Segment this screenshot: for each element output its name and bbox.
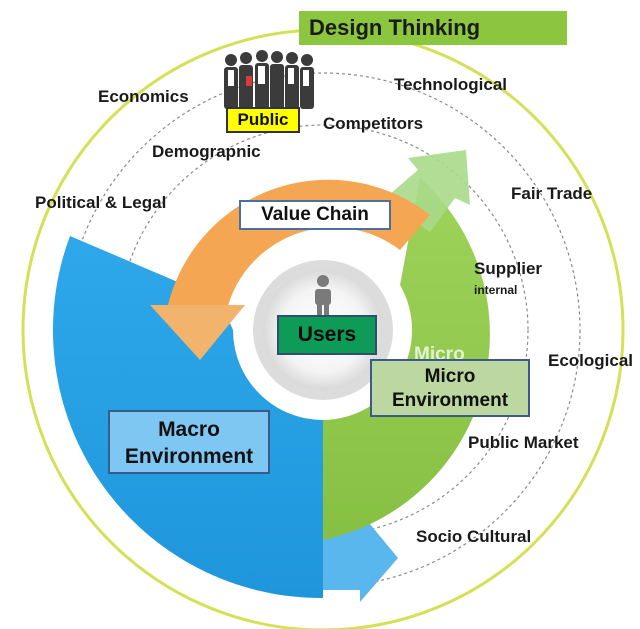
label-demographic: Demograpnic [152,142,261,161]
micro-environment-sector [323,178,490,540]
value-chain-arrow-head [150,305,245,360]
label-technological: Technological [394,75,508,94]
value-chain-box: Value Chain [239,200,391,230]
label-public-market: Public Market [468,433,579,452]
micro-line-2: Environment [391,390,509,411]
label-competitors: Competitors [323,114,424,133]
label-fair-trade: Fair Trade [511,184,593,203]
label-economics: Economics [98,87,189,106]
label-supplier: Supplier [474,259,543,278]
person-icon [315,275,331,315]
diagram-title: Design Thinking [299,11,567,45]
micro-line-1: Micro [424,366,476,387]
users-box: Users [277,315,377,355]
label-political-legal: Political & Legal [35,193,167,212]
people-group-icon [224,50,314,109]
public-box: Public [226,107,300,133]
macro-line-2: Environment [124,445,254,468]
label-internal: internal [474,283,518,297]
macro-line-1: Macro [158,418,220,441]
label-ecological: Ecological [548,351,634,370]
micro-environment-box: Micro Environment [370,359,530,417]
label-socio-cultural: Socio Cultural [416,527,532,546]
macro-environment-box: Macro Environment [108,410,270,474]
